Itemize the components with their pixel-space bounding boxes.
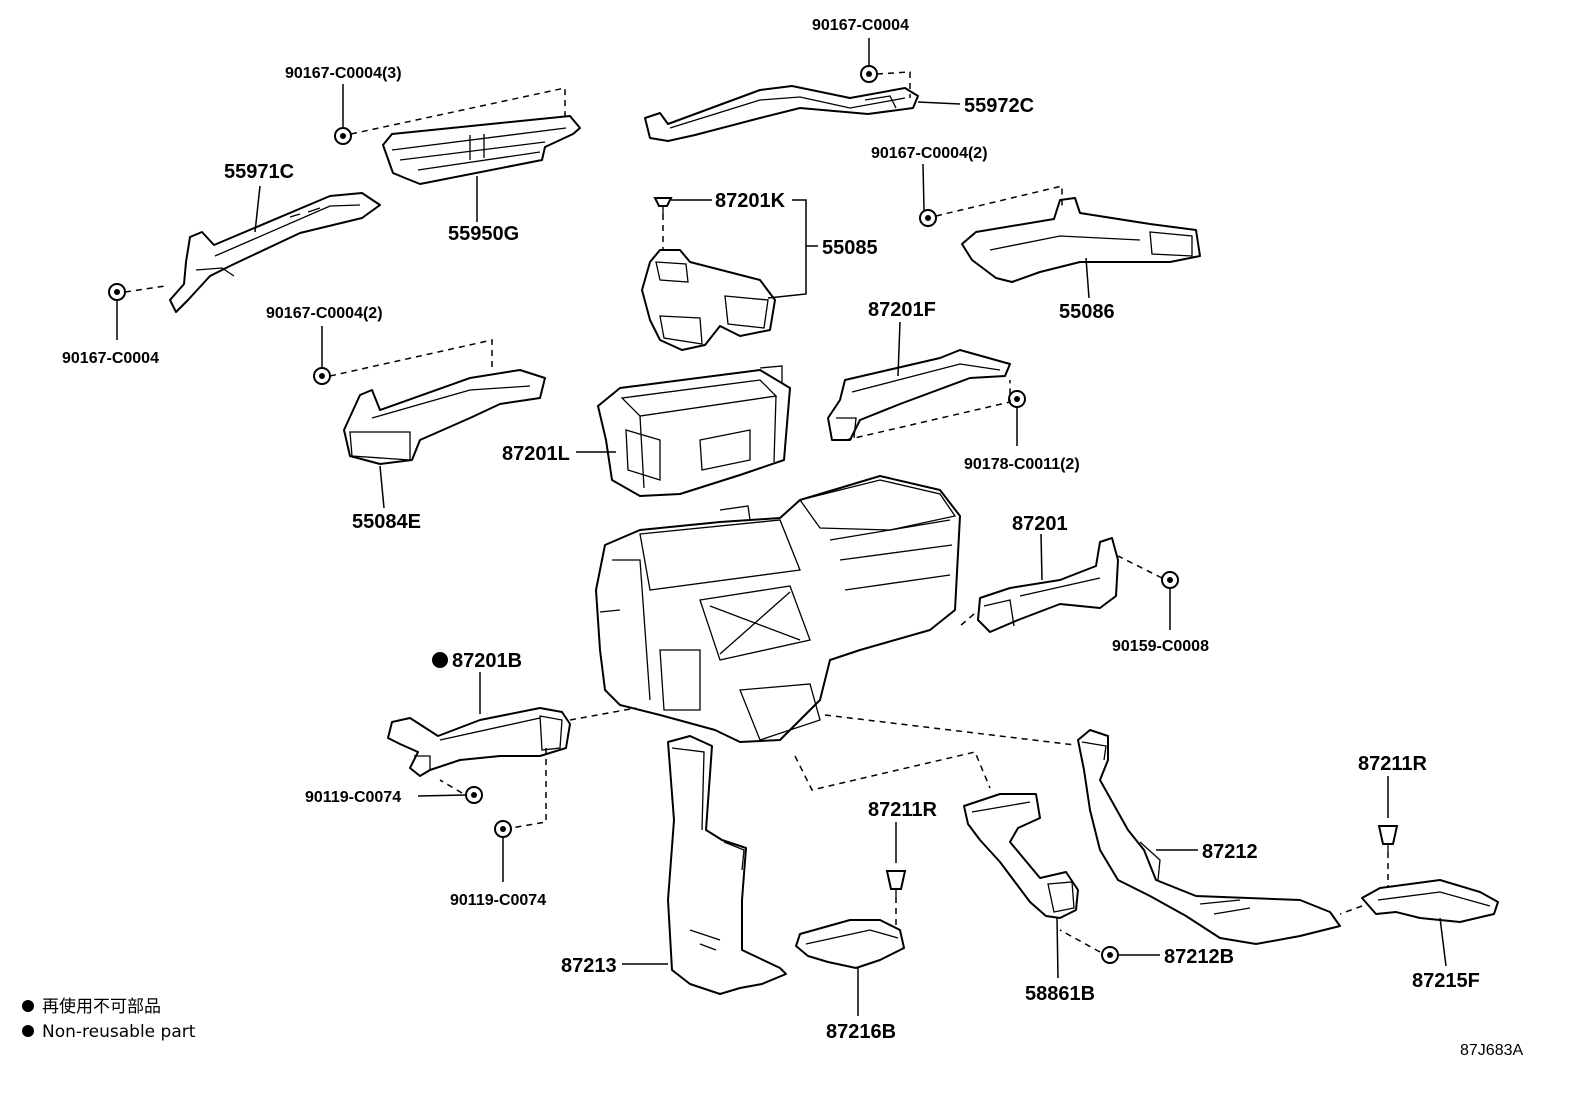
diagram-code: 87J683A	[1460, 1042, 1523, 1059]
duct-58861b	[963, 793, 1079, 919]
label-55972c: 55972C	[964, 95, 1034, 117]
label-87212b: 87212B	[1164, 946, 1234, 968]
clip-icon	[653, 197, 673, 214]
legend-en: Non-reusable part	[42, 1022, 196, 1042]
label-90167-c0004-2-left: 90167-C0004(2)	[266, 305, 383, 322]
plate-87216b	[795, 919, 905, 969]
label-90167-c0004-top: 90167-C0004	[812, 17, 909, 34]
label-55971c: 55971C	[224, 161, 294, 183]
label-90119-c0074-b: 90119-C0074	[450, 892, 546, 909]
bracket-55950g	[382, 115, 581, 185]
duct-87201	[977, 537, 1119, 633]
part-labels: 90167-C0004 55972C 90167-C0004(3) 55971C…	[62, 17, 1480, 1043]
bolt-icon	[334, 127, 352, 145]
label-58861b: 58861B	[1025, 983, 1095, 1005]
bolt-icon	[860, 65, 878, 83]
label-90178-c0011-2: 90178-C0011(2)	[964, 456, 1080, 473]
duct-55972c	[644, 85, 919, 142]
bolt-icon	[1101, 946, 1119, 964]
non-reusable-marker-icon	[22, 1025, 34, 1037]
bolt-icon	[465, 786, 483, 804]
label-90167-c0004-2-right: 90167-C0004(2)	[871, 145, 988, 162]
label-87201k: 87201K	[715, 190, 786, 212]
label-87201f: 87201F	[868, 299, 936, 321]
label-90167-c0004-3: 90167-C0004(3)	[285, 65, 402, 82]
label-87211r-mid: 87211R	[868, 799, 938, 821]
non-reusable-marker-icon	[22, 1000, 34, 1012]
bolt-icon	[919, 209, 937, 227]
non-reusable-marker-icon	[432, 652, 448, 668]
label-55950g: 55950G	[448, 223, 519, 245]
duct-87212	[1077, 729, 1341, 945]
bolt-icon	[108, 283, 126, 301]
label-87215f: 87215F	[1412, 970, 1480, 992]
label-87201l: 87201L	[502, 443, 570, 465]
label-55086: 55086	[1059, 301, 1115, 323]
bolt-icon	[313, 367, 331, 385]
label-87211r-right: 87211R	[1358, 753, 1428, 775]
case-87201l	[597, 365, 791, 497]
duct-55085	[641, 249, 776, 351]
label-55085: 55085	[822, 237, 878, 259]
bolt-icon	[1161, 571, 1179, 589]
label-87212: 87212	[1202, 841, 1258, 863]
duct-55084e	[343, 369, 546, 465]
label-87201b: 87201B	[452, 650, 522, 672]
legend: 再使用不可部品 Non-reusable part	[22, 996, 196, 1042]
label-55084e: 55084E	[352, 511, 421, 533]
clip-icon	[885, 870, 907, 897]
label-87213: 87213	[561, 955, 617, 977]
label-90119-c0074-a: 90119-C0074	[305, 789, 401, 806]
duct-87201b	[387, 707, 571, 777]
bolt-icon	[494, 820, 512, 838]
leader-lines	[116, 38, 1447, 1016]
label-90159-c0008: 90159-C0008	[1112, 638, 1209, 655]
label-87201: 87201	[1012, 513, 1068, 535]
clip-icon	[1377, 825, 1399, 852]
duct-87215f	[1361, 879, 1499, 923]
duct-55971c	[169, 192, 381, 313]
duct-87201f	[827, 349, 1011, 441]
bolt-icon	[1008, 390, 1026, 408]
legend-jp: 再使用不可部品	[42, 996, 161, 1017]
label-90167-c0004-left: 90167-C0004	[62, 350, 159, 367]
duct-55086	[961, 197, 1201, 283]
label-87216b: 87216B	[826, 1021, 896, 1043]
duct-87213	[667, 735, 787, 995]
hvac-main-unit	[595, 475, 961, 743]
assembly-dashes	[124, 71, 1389, 953]
